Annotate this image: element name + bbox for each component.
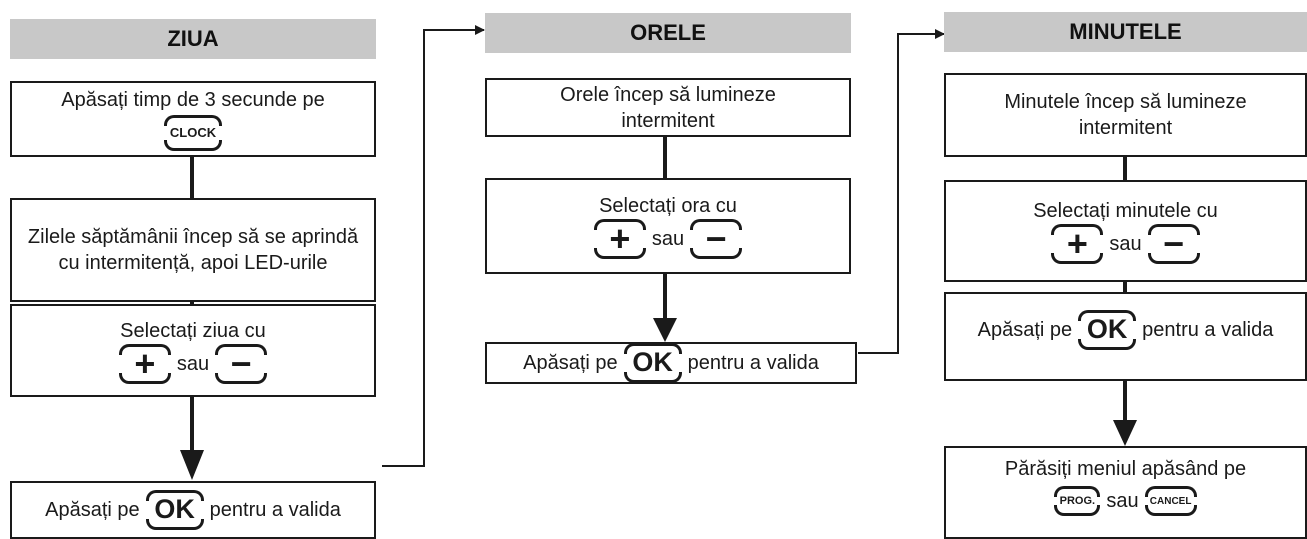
prog-key-icon: PROG. [1054, 486, 1101, 516]
header-ziua: ZIUA [10, 19, 376, 59]
step-validate-day: Apăsați pe OK pentru a valida [10, 481, 376, 539]
step-select-day-text: Selectați ziua cu [120, 319, 266, 342]
or-text: sau [1109, 233, 1142, 255]
step-blink-days: Zilele săptămânii încep să se aprindă cu… [10, 198, 376, 302]
step-validate-minutes: Apăsați pe OK pentru a valida [944, 292, 1307, 381]
step-blink-minutes-text: Minutele încep să lumineze intermitent [1004, 91, 1247, 139]
ok-key-icon: OK [145, 490, 204, 530]
minus-key-icon: − [690, 219, 743, 259]
step-blink-hours: Orele încep să lumineze intermitent [485, 78, 851, 137]
step-select-minutes-text: Selectați minutele cu [1033, 200, 1218, 222]
header-ziua-label: ZIUA [167, 26, 219, 51]
step-blink-minutes: Minutele încep să lumineze intermitent [944, 73, 1307, 157]
step-select-day: Selectați ziua cu + sau − [10, 304, 376, 397]
header-minutele-label: MINUTELE [1069, 19, 1182, 44]
plus-key-icon: + [118, 343, 171, 384]
press-text: Apăsați pe [45, 499, 140, 521]
step-select-hour-text: Selectați ora cu [599, 195, 737, 217]
arrow-2 [653, 318, 677, 342]
validate-text: pentru a valida [687, 352, 819, 374]
connector-col1-col2 [382, 25, 485, 467]
press-text: Apăsați pe [523, 352, 618, 374]
validate-text: pentru a valida [209, 499, 341, 521]
arrow-1 [180, 450, 204, 480]
step-hold-clock: Apăsați timp de 3 secunde pe CLOCK [10, 81, 376, 157]
step-validate-hour: Apăsați pe OK pentru a valida [485, 342, 857, 384]
step-exit-menu: Părăsiți meniul apăsând pe PROG. sau CAN… [944, 446, 1307, 539]
step-select-minutes: Selectați minutele cu + sau − [944, 180, 1307, 282]
step-exit-text: Părăsiți meniul apăsând pe [1004, 458, 1247, 480]
step-blink-days-text: Zilele săptămânii încep să se aprindă cu… [27, 226, 359, 274]
minus-key-icon: − [215, 343, 268, 384]
clock-key-icon: CLOCK [164, 115, 222, 151]
or-text: sau [176, 352, 210, 375]
header-orele-label: ORELE [630, 20, 706, 45]
ok-key-icon: OK [1078, 310, 1137, 350]
plus-key-icon: + [1051, 224, 1104, 264]
minus-key-icon: − [1147, 224, 1200, 264]
or-text: sau [651, 228, 685, 250]
step-hold-text: Apăsați timp de 3 secunde pe [61, 89, 325, 111]
connector-col2-col3 [858, 29, 945, 354]
arrow-3 [1113, 420, 1137, 446]
plus-key-icon: + [593, 219, 646, 259]
validate-text: pentru a valida [1142, 319, 1274, 341]
step-blink-hours-text: Orele încep să lumineze intermitent [560, 83, 776, 132]
ok-key-icon: OK [623, 343, 682, 383]
header-orele: ORELE [485, 13, 851, 53]
press-text: Apăsați pe [977, 319, 1073, 341]
cancel-key-icon: CANCEL [1144, 486, 1197, 516]
step-select-hour: Selectați ora cu + sau − [485, 178, 851, 274]
or-text: sau [1106, 490, 1139, 512]
header-minutele: MINUTELE [944, 12, 1307, 52]
